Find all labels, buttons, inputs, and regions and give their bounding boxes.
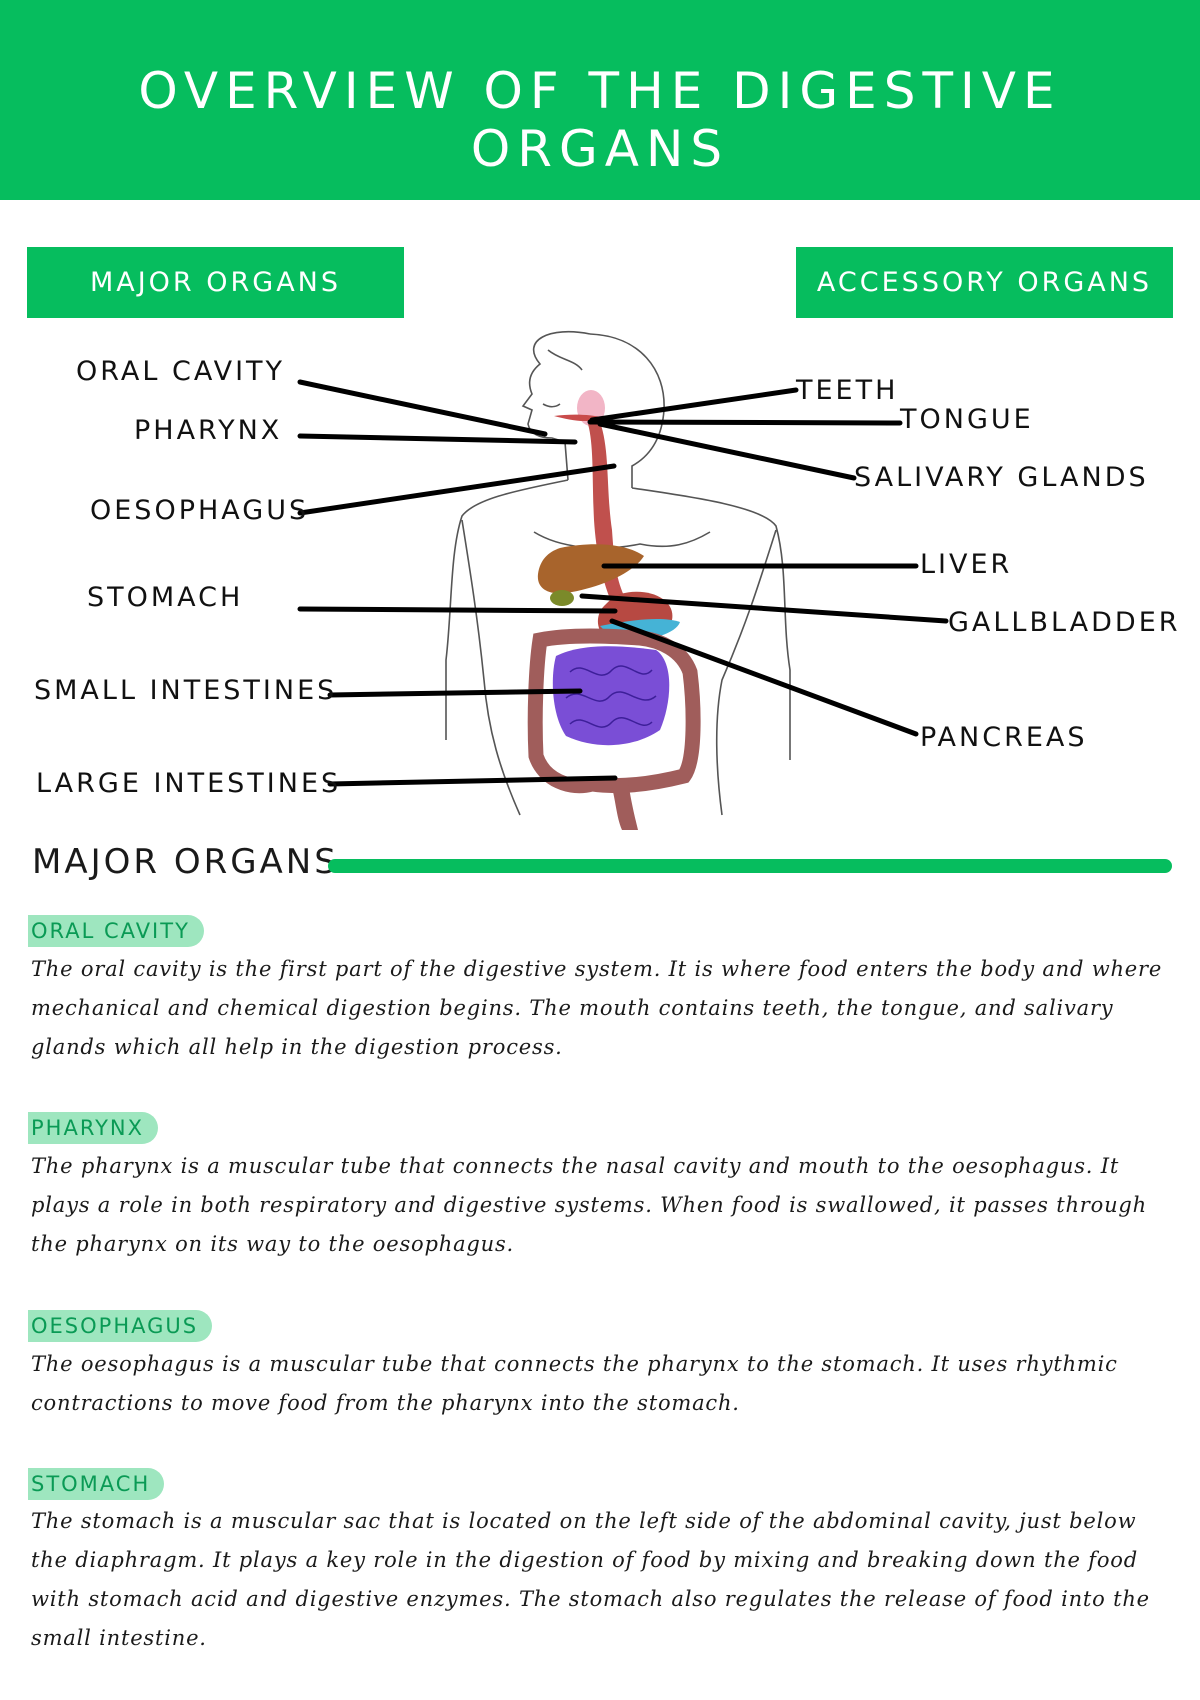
liver-shape <box>537 544 644 594</box>
digestive-system-diagram: ORAL CAVITY PHARYNX OESOPHAGUS STOMACH S… <box>34 330 1181 830</box>
text-stomach: The stomach is a muscular sac that is lo… <box>31 1509 1150 1650</box>
leader-salivary-glands <box>597 421 857 481</box>
leader-teeth <box>589 387 799 423</box>
leader-small-intestines <box>327 688 583 698</box>
leader-oral-cavity <box>297 379 548 437</box>
label-liver: LIVER <box>920 549 1012 580</box>
leader-pharynx <box>297 433 578 445</box>
label-tongue: TONGUE <box>899 404 1034 435</box>
text-oesophagus: The oesophagus is a muscular tube that c… <box>31 1352 1118 1415</box>
text-pharynx: The pharynx is a muscular tube that conn… <box>31 1154 1147 1256</box>
leader-large-intestines <box>327 775 618 787</box>
label-pharynx: PHARYNX <box>134 415 282 446</box>
leader-lines <box>297 379 949 787</box>
text-oral-cavity: The oral cavity is the first part of the… <box>31 957 1163 1059</box>
tag-stomach: STOMACH <box>28 1468 165 1500</box>
tag-pharynx: PHARYNX <box>28 1112 158 1144</box>
section-title: MAJOR ORGANS <box>32 842 339 882</box>
large-intestine-shape <box>527 628 701 794</box>
leader-oesophagus <box>297 463 617 516</box>
left-labels: ORAL CAVITY PHARYNX OESOPHAGUS STOMACH S… <box>34 356 341 799</box>
label-pancreas: PANCREAS <box>920 722 1088 753</box>
leader-tongue <box>587 419 903 426</box>
label-teeth: TEETH <box>795 375 898 406</box>
body-outline <box>445 330 791 816</box>
label-stomach: STOMACH <box>87 582 243 613</box>
label-salivary-glands: SALIVARY GLANDS <box>854 462 1149 493</box>
section-divider <box>328 859 1172 873</box>
gallbladder-shape <box>550 590 574 606</box>
leader-pancreas <box>609 618 919 737</box>
title-banner: OVERVIEW OF THE DIGESTIVE ORGANS <box>0 0 1200 200</box>
leader-stomach <box>297 606 618 614</box>
rectum-shape <box>610 780 638 830</box>
label-small-intestines: SMALL INTESTINES <box>34 675 337 706</box>
small-intestine-coils <box>565 665 657 728</box>
page-title: OVERVIEW OF THE DIGESTIVE ORGANS <box>138 62 1062 178</box>
label-gallbladder: GALLBLADDER <box>948 607 1181 638</box>
right-labels: TEETH TONGUE SALIVARY GLANDS LIVER GALLB… <box>795 375 1181 753</box>
label-oral-cavity: ORAL CAVITY <box>76 356 285 387</box>
leader-gallbladder <box>579 593 949 624</box>
tag-oral-cavity: ORAL CAVITY <box>28 915 204 947</box>
accessory-organs-heading: ACCESSORY ORGANS <box>796 247 1173 318</box>
label-large-intestines: LARGE INTESTINES <box>36 768 341 799</box>
major-organs-heading: MAJOR ORGANS <box>27 247 404 318</box>
tag-oesophagus: OESOPHAGUS <box>28 1310 213 1342</box>
label-oesophagus: OESOPHAGUS <box>90 495 309 526</box>
